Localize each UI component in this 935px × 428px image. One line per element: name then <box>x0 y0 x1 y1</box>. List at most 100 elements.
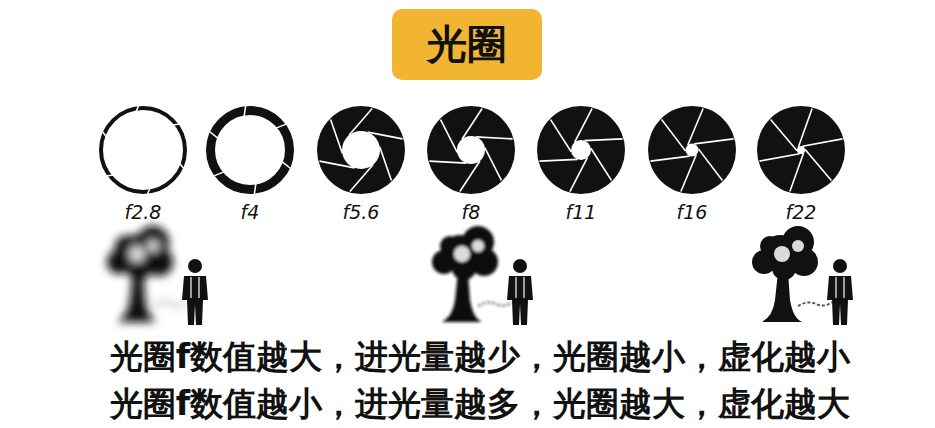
blade-line <box>591 148 612 180</box>
aperture-ring <box>101 108 185 192</box>
blade-line <box>681 155 696 192</box>
aperture-ring <box>211 111 290 190</box>
aperture-disk <box>537 106 625 194</box>
blade-line <box>460 161 480 192</box>
blade-line <box>349 108 372 135</box>
blade-line <box>485 148 502 181</box>
blade-line <box>584 139 622 141</box>
blade-line <box>441 120 458 153</box>
blade-line <box>429 161 466 163</box>
tree-trunk <box>762 272 802 322</box>
rule-text: 光圈f数值越大，进光量越少，光圈越小，虚化越小 <box>110 335 850 380</box>
blade-line <box>802 139 842 146</box>
blade-line <box>694 139 733 144</box>
aperture-icon <box>537 106 625 194</box>
blade-gap <box>209 131 218 138</box>
person-body <box>827 276 853 325</box>
aperture-icon <box>427 106 515 194</box>
aperture-disk <box>757 106 845 194</box>
aperture-disk <box>317 106 405 194</box>
aperture-icons <box>101 105 845 195</box>
person-figure <box>182 259 208 325</box>
blade-line <box>539 159 577 161</box>
blade-gap <box>136 105 139 111</box>
blade-line <box>367 132 402 139</box>
blade-line <box>575 108 593 142</box>
tree-figure <box>752 226 832 322</box>
person-arm <box>843 277 844 298</box>
person-arm <box>515 277 516 298</box>
person-figure <box>827 259 853 325</box>
tree-trunk <box>442 272 482 322</box>
aperture-icon <box>101 105 185 195</box>
person-figure <box>507 259 533 325</box>
person-body <box>182 276 208 325</box>
person-arm <box>835 277 836 298</box>
title-box: 光圈 <box>392 9 542 80</box>
aperture-hole <box>571 140 591 160</box>
ground-squiggle <box>798 302 832 306</box>
tree-figure <box>432 226 512 322</box>
blade-line <box>790 153 804 191</box>
blade-line <box>662 120 686 152</box>
aperture-icon <box>209 105 291 195</box>
aperture-disk <box>648 106 736 194</box>
blade-gap <box>180 163 184 168</box>
blade-line <box>380 147 392 181</box>
aperture-icon <box>317 106 405 194</box>
blade-gap <box>147 188 150 194</box>
tree-figure <box>107 226 187 322</box>
blade-gap <box>276 124 287 128</box>
blade-gap <box>213 172 224 176</box>
person-head <box>188 259 202 273</box>
blade-gap <box>244 105 246 116</box>
person-body <box>507 276 533 325</box>
blade-gap <box>282 162 291 169</box>
canopy-highlight <box>472 240 484 252</box>
aperture-hole <box>686 144 699 157</box>
canopy-highlight <box>147 240 159 252</box>
blade-line <box>688 108 703 145</box>
person-head <box>833 259 847 273</box>
f-number-label: f16 <box>677 201 708 223</box>
person-arm <box>523 277 524 298</box>
blade-gap <box>106 175 113 176</box>
blade-line <box>319 161 354 168</box>
rule-text: 光圈f数值越小，进光量越多，光圈越大，虚化越大 <box>110 382 850 427</box>
blade-line <box>798 108 812 146</box>
blade-gap <box>102 131 106 136</box>
blade-line <box>698 149 722 181</box>
canopy-highlight <box>774 246 790 262</box>
f-number-label: f22 <box>786 201 817 223</box>
aperture-hole <box>797 146 805 154</box>
person-arm <box>198 277 199 298</box>
blade-line <box>350 165 373 192</box>
blade-line <box>759 154 799 161</box>
aperture-icon <box>648 106 736 194</box>
canopy-highlight <box>129 246 145 262</box>
person-head <box>513 259 527 273</box>
canopy-highlight <box>454 246 470 262</box>
depth-scenes <box>107 226 853 325</box>
f-number-label: f2.8 <box>125 201 162 223</box>
blade-line <box>650 156 689 161</box>
blade-line <box>331 120 343 154</box>
blade-line <box>771 120 797 151</box>
blade-line <box>462 108 482 139</box>
f-number-label: f11 <box>566 201 597 223</box>
title: 光圈 <box>427 17 507 72</box>
blade-line <box>476 137 513 139</box>
blade-gap <box>173 124 180 125</box>
ground-squiggle <box>478 302 512 306</box>
tree-trunk <box>117 272 157 322</box>
blade-gap <box>254 183 256 194</box>
person-arm <box>190 277 191 298</box>
f-number-label: f8 <box>462 201 481 223</box>
blade-line <box>805 149 831 180</box>
canopy-highlight <box>792 240 804 252</box>
f-number-label: f4 <box>241 201 260 223</box>
aperture-disk <box>427 106 515 194</box>
ground-squiggle <box>153 302 187 306</box>
aperture-icon <box>757 106 845 194</box>
f-number-label: f5.6 <box>343 201 380 223</box>
